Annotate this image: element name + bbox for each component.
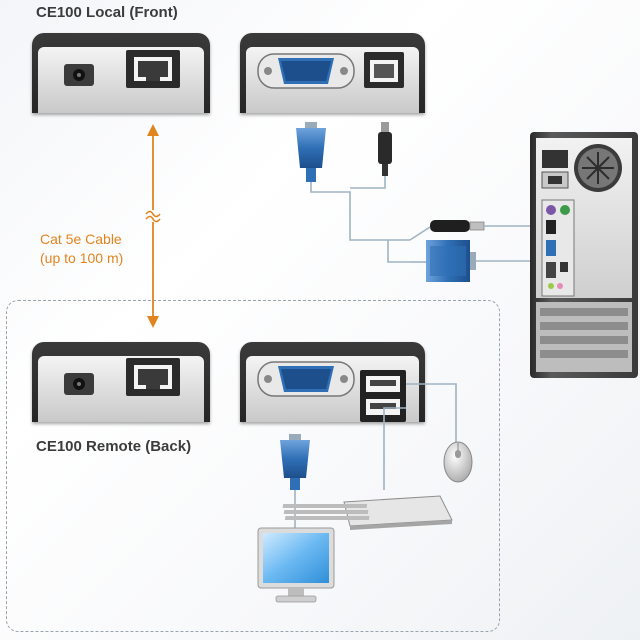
local-vga-plug-icon — [296, 122, 326, 182]
cat5e-cable-arrow — [145, 124, 161, 328]
mouse-icon — [443, 441, 473, 483]
keyboard-icon — [282, 495, 453, 530]
pc-vga-plug-icon — [410, 240, 476, 282]
cable-label: Cat 5e Cable (up to 100 m) — [40, 230, 123, 268]
local-cable-lines — [310, 176, 410, 263]
remote-unit-title: CE100 Remote (Back) — [36, 438, 192, 455]
pc-usb-plug-icon — [409, 220, 485, 241]
remote-vga-plug-icon — [280, 434, 310, 490]
monitor-icon — [257, 527, 335, 603]
remote-vga-port-icon — [257, 361, 355, 397]
peripheral-cable-lines — [383, 383, 457, 490]
local-usb-b-port-icon — [364, 52, 404, 88]
local-rj45-port-icon — [126, 50, 180, 88]
remote-power-jack-icon — [64, 373, 94, 395]
cable-label-line1: Cat 5e Cable — [40, 231, 122, 247]
local-unit-title: CE100 Local (Front) — [36, 4, 178, 21]
remote-rj45-port-icon — [126, 358, 180, 396]
remote-usb-a-ports-icon — [360, 370, 406, 422]
local-usb-plug-icon — [378, 122, 392, 176]
local-power-jack-icon — [64, 64, 94, 86]
pc-tower-icon — [530, 132, 638, 378]
local-vga-port-icon — [257, 53, 355, 89]
remote-zone-border — [6, 300, 500, 632]
cable-label-line2: (up to 100 m) — [40, 250, 124, 266]
